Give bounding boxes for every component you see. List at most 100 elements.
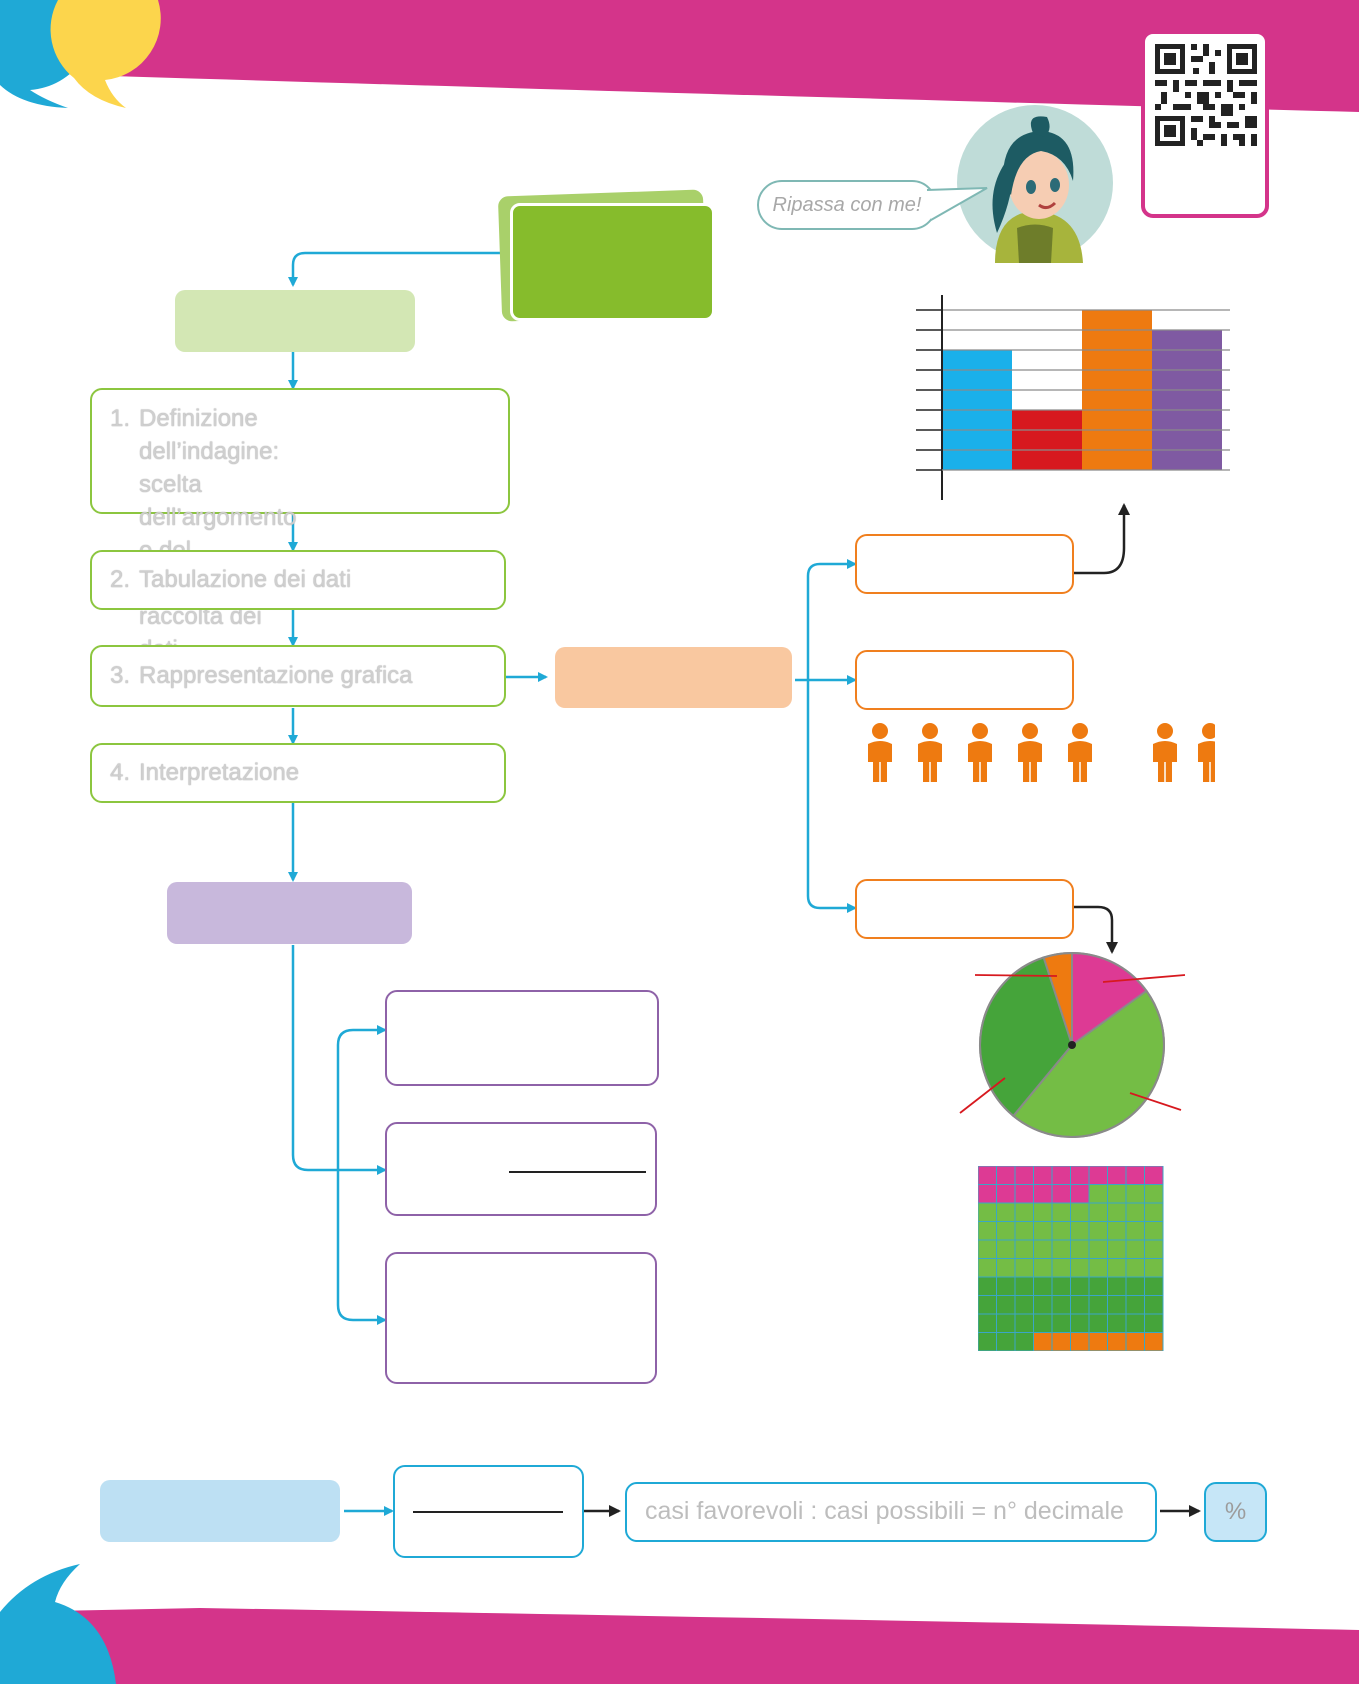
top-magenta-band [0,0,1359,112]
grid-cell [996,1295,1016,1315]
grid-cell [978,1332,997,1351]
grid-cell [1070,1184,1090,1204]
grid-cell [1088,1166,1108,1185]
grid-cell [1107,1295,1127,1315]
grid-cell [1033,1258,1053,1278]
grid-cell [1070,1221,1090,1241]
qr-code-card[interactable] [1141,30,1269,218]
grid-cell [1033,1276,1053,1296]
grid-cell [1144,1239,1164,1259]
histogram-box [855,534,1074,594]
step-4-number: 4. [110,759,131,786]
grid-cell [1070,1202,1090,1222]
grid-cell [1125,1184,1145,1204]
grid-cell [1125,1295,1145,1315]
grid-cell [1070,1276,1090,1296]
pictogram-icons [868,723,1215,782]
person-icon [868,723,892,782]
title-card [510,203,715,321]
grid-cell [1070,1239,1090,1259]
grid-cell [1014,1313,1034,1333]
grid-cell [1144,1258,1164,1278]
grid-cell [1107,1239,1127,1259]
grid-cell [1144,1332,1164,1351]
grid-cell [1033,1295,1053,1315]
grid-cell [1107,1202,1127,1222]
pie-chart [959,951,1186,1138]
grid-cell [1088,1239,1108,1259]
grid-cell [996,1184,1016,1204]
grid-cell [1125,1239,1145,1259]
grid-cell [1088,1313,1108,1333]
grid-cell [1070,1313,1090,1333]
grid-cell [1125,1313,1145,1333]
grid-cell [978,1166,997,1185]
person-icon [1018,723,1042,782]
grid-cell [1107,1276,1127,1296]
pictogram-box [855,650,1074,710]
step-2-box: 2. Tabulazione dei dati [90,550,506,610]
hundred-grid-chart [978,1166,1164,1351]
grid-cell [1070,1258,1090,1278]
grid-cell [996,1313,1016,1333]
grid-cell [1070,1332,1090,1351]
grid-cell [996,1258,1016,1278]
grid-cell [978,1313,997,1333]
grid-cell [1107,1313,1127,1333]
grid-cell [1033,1239,1053,1259]
grid-cell [1051,1202,1071,1222]
grid-cell [1144,1276,1164,1296]
grid-cell [1014,1295,1034,1315]
grid-cell [1051,1221,1071,1241]
grid-cell [978,1221,997,1241]
pie-chart-box [855,879,1074,939]
indices-label-box [167,882,412,944]
grid-cell [1107,1166,1127,1185]
step-1-text: Definizione dell’indagine: scelta dell’a… [139,405,297,663]
step-4-box: 4. Interpretazione [90,743,506,803]
grid-cell [1107,1221,1127,1241]
grid-cell [1051,1166,1071,1185]
grid-cell [1088,1258,1108,1278]
grid-cell [1033,1313,1053,1333]
person-icon [918,723,942,782]
grid-cell [1125,1258,1145,1278]
step-3-number: 3. [110,662,131,689]
person-icon [1153,723,1177,782]
grid-cell [996,1276,1016,1296]
qr-code-icon [1155,44,1257,146]
grid-cell [1144,1166,1164,1185]
step-2-text: Tabulazione dei dati [139,566,352,593]
pie-label-line [1102,974,1186,983]
graph-types-label-box [555,647,792,708]
probability-fraction-box [393,1465,584,1558]
bottom-magenta-band [0,1608,1359,1684]
grid-cell [1014,1239,1034,1259]
grid-cell [1144,1295,1164,1315]
step-3-box: 3. Rappresentazione grafica [90,645,506,707]
grid-cell [996,1166,1016,1185]
grid-cell [1051,1313,1071,1333]
grid-cell [1014,1202,1034,1222]
speech-bubble: Ripassa con me! [757,180,937,230]
grid-cell [1070,1295,1090,1315]
person-icon [1198,723,1215,782]
grid-cell [978,1295,997,1315]
bar-chart-bar [1012,410,1082,470]
grid-cell [1144,1221,1164,1241]
pie-label-line [974,974,1058,977]
statistics-label-box [175,290,415,352]
mean-box [385,1122,657,1216]
pie-outline [979,952,1165,1138]
grid-cell [1051,1332,1071,1351]
pie-label-line [959,1077,1006,1114]
grid-cell [1125,1276,1145,1296]
grid-cell [996,1332,1016,1351]
speech-bubble-tail [925,187,988,221]
character-avatar [957,105,1113,263]
grid-cell [1088,1184,1108,1204]
grid-cell [1033,1202,1053,1222]
grid-cell [1014,1258,1034,1278]
bar-chart [916,295,1230,500]
